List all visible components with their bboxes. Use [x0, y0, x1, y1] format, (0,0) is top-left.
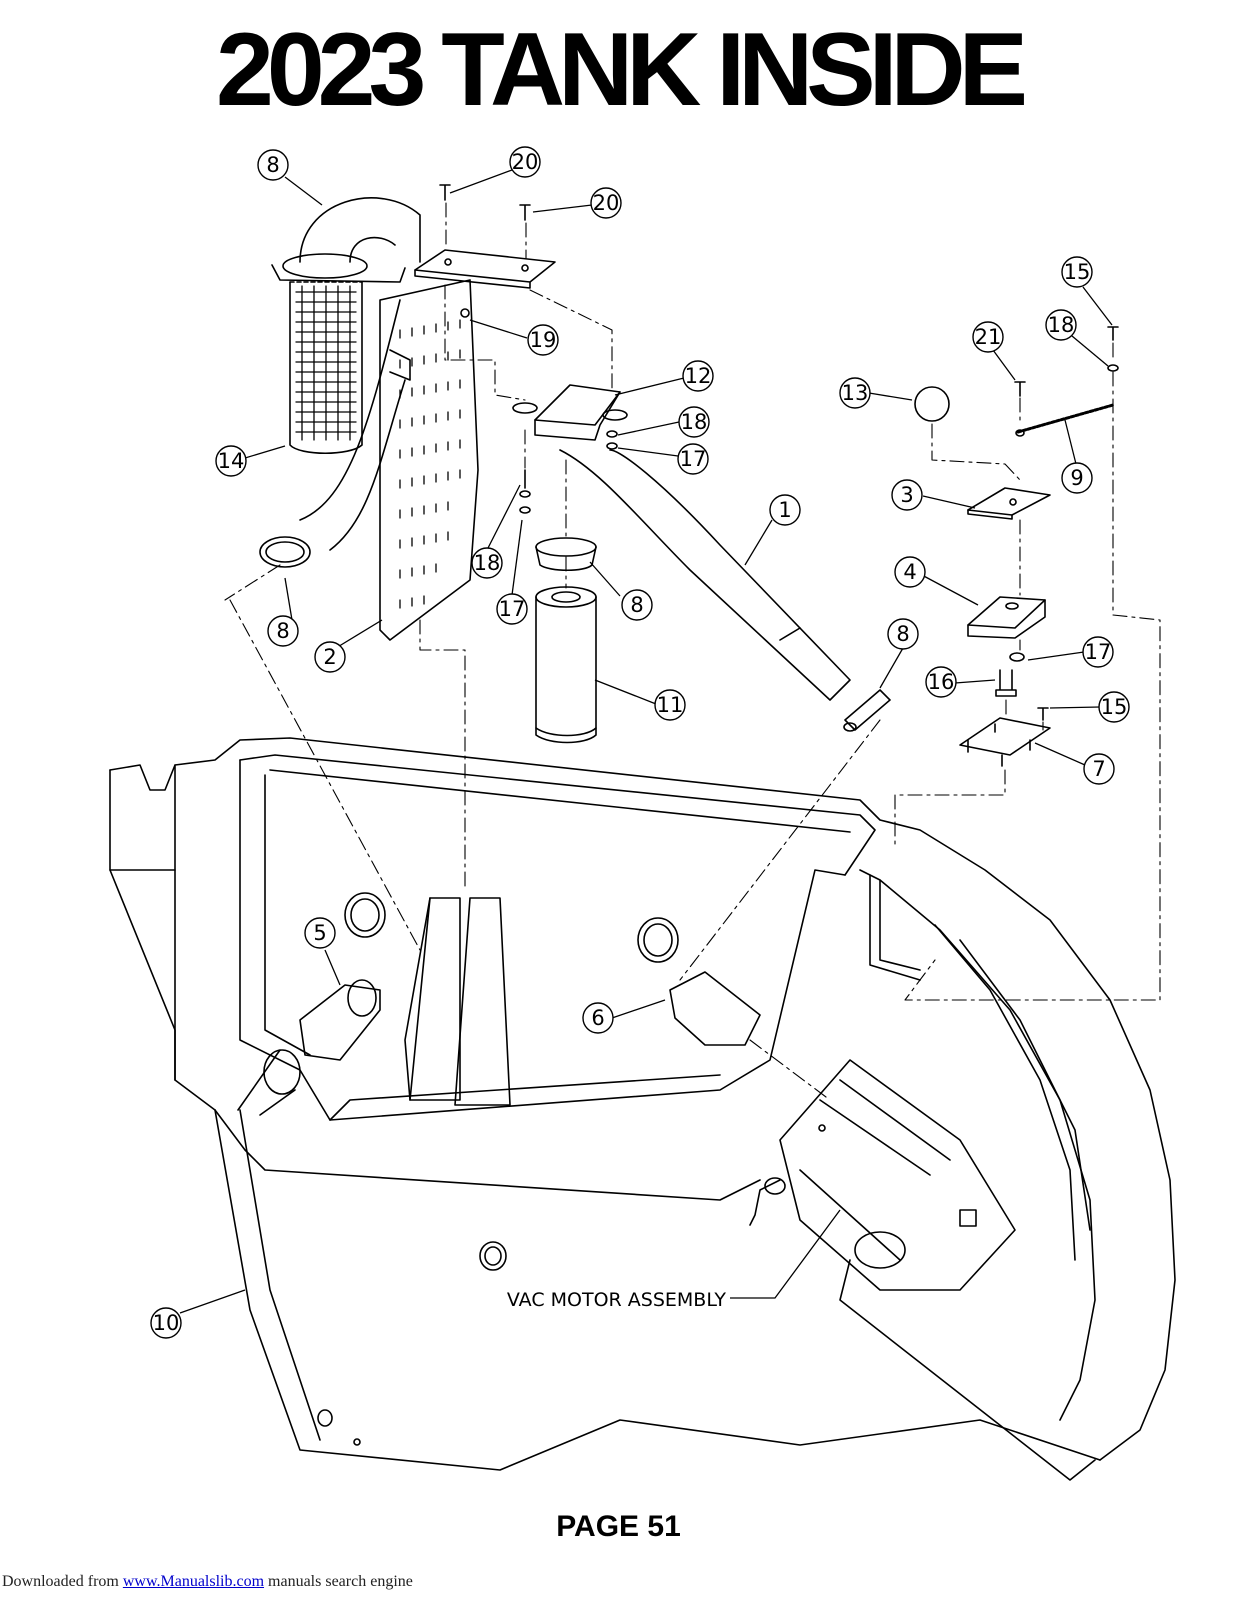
callout-3: 3 [891, 479, 923, 511]
svg-text:8: 8 [266, 153, 279, 177]
callout-14: 14 [215, 445, 247, 477]
svg-text:1: 1 [778, 498, 791, 522]
svg-text:8: 8 [896, 622, 909, 646]
callout-8: 8 [887, 618, 919, 650]
svg-text:4: 4 [903, 560, 916, 584]
callout-15: 15 [1061, 256, 1093, 288]
callout-9: 9 [1061, 462, 1093, 494]
svg-text:18: 18 [474, 551, 501, 575]
svg-text:15: 15 [1101, 695, 1128, 719]
callout-8: 8 [257, 149, 289, 181]
svg-text:17: 17 [1085, 640, 1112, 664]
tank-body [109, 737, 1176, 1481]
svg-text:9: 9 [1070, 466, 1083, 490]
svg-text:8: 8 [630, 593, 643, 617]
leader-lines [179, 169, 1113, 1314]
footer-prefix: Downloaded from [2, 1573, 119, 1590]
callout-2: 2 [314, 641, 346, 673]
svg-text:5: 5 [313, 921, 326, 945]
callout-18: 18 [678, 406, 710, 438]
callout-11: 11 [654, 689, 686, 721]
callout-5: 5 [304, 917, 336, 949]
callout-8: 8 [267, 615, 299, 647]
callout-10: 10 [150, 1307, 182, 1339]
page-number: PAGE 51 [556, 1510, 681, 1543]
svg-text:2: 2 [323, 645, 336, 669]
callout-17: 17 [1082, 636, 1114, 668]
svg-text:15: 15 [1064, 260, 1091, 284]
callout-8: 8 [621, 589, 653, 621]
footer-suffix: manuals search engine [268, 1573, 413, 1590]
callout-18: 18 [471, 547, 503, 579]
page-title: 2023 TANK INSIDE [215, 12, 1028, 128]
filter-screen-assembly [259, 197, 479, 641]
callout-6: 6 [582, 1002, 614, 1034]
float-assembly [914, 326, 1119, 767]
callout-20: 20 [509, 146, 541, 178]
svg-text:17: 17 [499, 597, 526, 621]
callout-13: 13 [839, 377, 871, 409]
callout-7: 7 [1083, 753, 1115, 785]
callout-17: 17 [496, 593, 528, 625]
svg-text:12: 12 [685, 364, 712, 388]
svg-text:20: 20 [593, 191, 620, 215]
svg-text:10: 10 [153, 1311, 180, 1335]
callout-17: 17 [677, 443, 709, 475]
svg-text:18: 18 [681, 410, 708, 434]
svg-text:17: 17 [680, 447, 707, 471]
svg-text:16: 16 [928, 670, 955, 694]
perforation-pattern [295, 285, 461, 609]
download-footer: Downloaded from www.Manualslib.com manua… [2, 1573, 413, 1591]
svg-text:6: 6 [591, 1006, 604, 1030]
bracket-hardware [414, 184, 891, 744]
svg-text:14: 14 [218, 449, 245, 473]
callout-20: 20 [590, 187, 622, 219]
svg-text:3: 3 [900, 483, 913, 507]
svg-text:7: 7 [1092, 757, 1105, 781]
manualslib-link[interactable]: www.Manualslib.com [122, 1573, 265, 1590]
svg-text:8: 8 [276, 619, 289, 643]
callout-bubbles: 8 20 20 19 12 18 17 14 18 17 8 8 2 1 11 … [150, 146, 1130, 1339]
callout-4: 4 [894, 556, 926, 588]
callout-21: 21 [972, 321, 1004, 353]
callout-16: 16 [925, 666, 957, 698]
vac-motor-assembly-label: VAC MOTOR ASSEMBLY [507, 1289, 727, 1311]
svg-text:13: 13 [842, 381, 869, 405]
svg-text:19: 19 [530, 328, 557, 352]
callout-18: 18 [1045, 309, 1077, 341]
svg-text:11: 11 [657, 693, 684, 717]
callout-15: 15 [1098, 691, 1130, 723]
svg-text:21: 21 [975, 325, 1002, 349]
svg-text:20: 20 [512, 150, 539, 174]
assembly-centerlines [224, 202, 1161, 1101]
callout-19: 19 [527, 324, 559, 356]
svg-text:18: 18 [1048, 313, 1075, 337]
callout-12: 12 [682, 360, 714, 392]
callout-1: 1 [769, 494, 801, 526]
